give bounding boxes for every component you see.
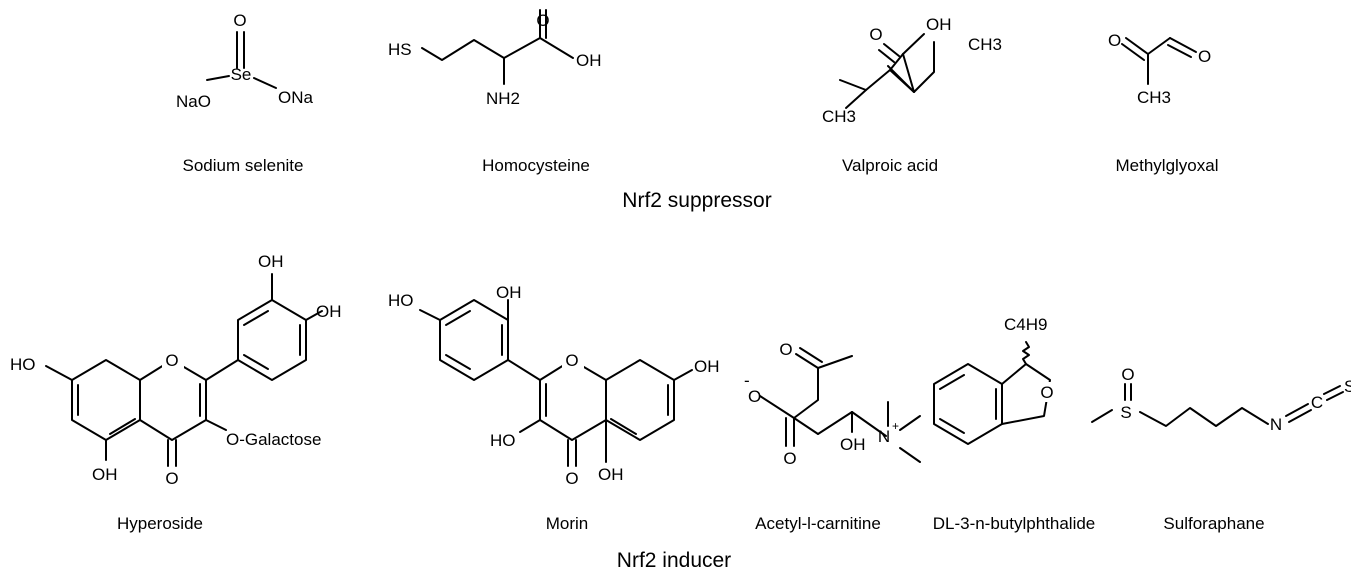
atom-label: O	[1198, 47, 1211, 66]
atom-label: OH	[576, 51, 602, 70]
compound-name-sulforaphane: Sulforaphane	[1163, 514, 1264, 533]
atom-label: O	[536, 11, 549, 30]
atom-label: C4H9	[1004, 315, 1047, 334]
hyperoside-structure: O OH OH HO O-Galactose OH O	[10, 252, 342, 488]
compound-name-methylglyoxal: Methylglyoxal	[1116, 156, 1219, 175]
atom-label: C	[1311, 393, 1323, 412]
atom-label: Se	[231, 65, 252, 84]
homocysteine-structure: HS O OH NH2	[388, 9, 602, 108]
atom-label: HO	[490, 431, 516, 450]
atom-label: HO	[10, 355, 36, 374]
compound-name-hyperoside: Hyperoside	[117, 514, 203, 533]
atom-label: OH	[598, 465, 624, 484]
atom-label: N	[1270, 415, 1282, 434]
atom-label: OH	[694, 357, 720, 376]
atom-label: O	[1040, 383, 1053, 402]
compound-name-dl-3-n-butylphthalide: DL-3-n-butylphthalide	[933, 514, 1096, 533]
atom-label: HS	[388, 40, 412, 59]
atom-label: OH	[316, 302, 342, 321]
atom-label: NaO	[176, 92, 211, 111]
atom-label: HO	[388, 291, 414, 310]
atom-label: O	[748, 387, 761, 406]
atom-label: O	[783, 449, 796, 468]
atom-label: CH3	[968, 35, 1002, 54]
atom-label: O	[1108, 31, 1121, 50]
sodium-selenite-structure: O Se NaO ONa	[176, 11, 314, 111]
atom-label: O	[779, 340, 792, 359]
atom-label: O	[165, 469, 178, 488]
atom-label: O-Galactose	[226, 430, 321, 449]
atom-label: NH2	[486, 89, 520, 108]
atom-label: OH	[258, 252, 284, 271]
valproic-acid-structure: O OH CH3 CH3	[822, 15, 1002, 126]
compound-name-acetyl-l-carnitine: Acetyl-l-carnitine	[755, 514, 881, 533]
atom-label: +	[892, 419, 899, 433]
atom-label: OH	[840, 435, 866, 454]
atom-label: OH	[92, 465, 118, 484]
atom-label: ONa	[278, 88, 314, 107]
atom-label: N	[878, 427, 890, 446]
compound-name-morin: Morin	[546, 514, 589, 533]
atom-label: -	[744, 371, 750, 390]
acetyl-l-carnitine-structure: O - O O OH N +	[744, 340, 921, 468]
atom-label: O	[1121, 365, 1134, 384]
methylglyoxal-structure: O O CH3	[1108, 31, 1211, 107]
atom-label: CH3	[1137, 88, 1171, 107]
atom-label: OH	[926, 15, 952, 34]
atom-label: O	[165, 351, 178, 370]
morin-structure: O HO OH OH HO O OH	[388, 283, 720, 488]
atom-label: CH3	[822, 107, 856, 126]
atom-label: O	[565, 469, 578, 488]
compound-name-valproic-acid: Valproic acid	[842, 156, 938, 175]
atom-label: O	[869, 25, 882, 44]
atom-label: O	[233, 11, 246, 30]
group-label-inducer: Nrf2 inducer	[617, 549, 731, 572]
compound-name-sodium-selenite: Sodium selenite	[183, 156, 304, 175]
atom-label: S	[1120, 403, 1131, 422]
dl-3-n-butylphthalide-structure: C4H9 O	[933, 315, 1055, 445]
group-label-suppressor: Nrf2 suppressor	[622, 189, 771, 212]
compound-name-homocysteine: Homocysteine	[482, 156, 590, 175]
atom-label: OH	[496, 283, 522, 302]
atom-label: S	[1344, 377, 1351, 396]
sulforaphane-structure: O S N C S	[1091, 365, 1351, 434]
atom-label: O	[565, 351, 578, 370]
